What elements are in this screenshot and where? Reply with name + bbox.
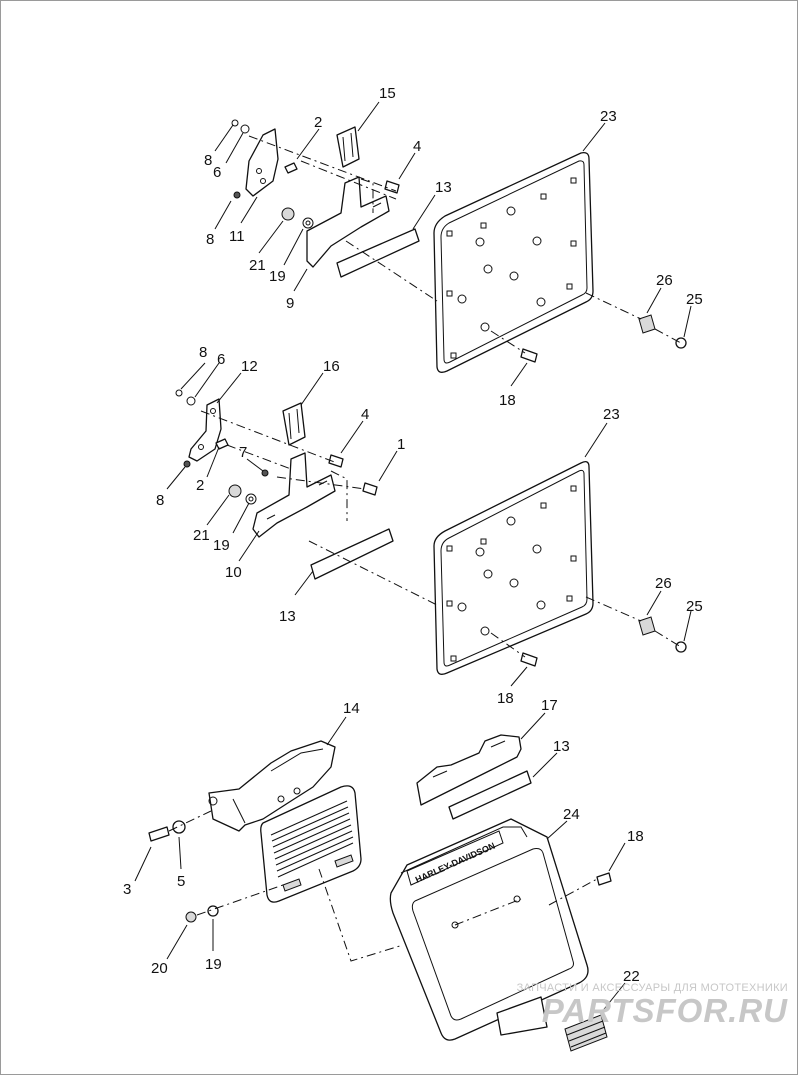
callout-4-top: 4 (413, 138, 421, 155)
bracket-17 (416, 734, 522, 806)
callout-24: 24 (563, 806, 580, 823)
callout-1: 1 (397, 436, 405, 453)
bracket-14 (208, 740, 336, 832)
assembly-middle (166, 362, 692, 687)
callout-25-top: 25 (686, 291, 703, 308)
callout-19-top: 19 (269, 268, 286, 285)
callout-20: 20 (151, 960, 168, 977)
callout-23-top: 23 (600, 108, 617, 125)
callout-14: 14 (343, 700, 360, 717)
callout-13-top: 13 (435, 179, 452, 196)
callout-8-lower: 8 (156, 492, 164, 509)
bracket-11 (245, 128, 279, 197)
callout-19-middle: 19 (213, 537, 230, 554)
callout-9: 9 (286, 295, 294, 312)
callout-6-top: 6 (213, 164, 221, 181)
callout-18-middle: 18 (497, 690, 514, 707)
callout-7: 7 (239, 444, 247, 461)
reflector-strip-13-middle (310, 528, 394, 580)
callout-12: 12 (241, 358, 258, 375)
callout-16: 16 (323, 358, 340, 375)
callout-10: 10 (225, 564, 242, 581)
callout-13-bottom: 13 (553, 738, 570, 755)
callout-23-middle: 23 (603, 406, 620, 423)
callout-13-middle: 13 (279, 608, 296, 625)
spacer-15 (336, 126, 360, 168)
callout-21-middle: 21 (193, 527, 210, 544)
license-plate-23-top (433, 151, 594, 373)
callout-18-bottom: 18 (627, 828, 644, 845)
callout-labels: 15 2 4 8 6 13 23 8 11 21 19 9 26 25 18 8… (123, 85, 703, 985)
callout-15-top: 15 (379, 85, 396, 102)
license-plate-23-middle (433, 461, 594, 675)
callout-26-top: 26 (656, 272, 673, 289)
callout-4-middle: 4 (361, 406, 369, 423)
callout-3: 3 (123, 881, 131, 898)
callout-26-middle: 26 (655, 575, 672, 592)
callout-21-top: 21 (249, 257, 266, 274)
assembly-top (214, 101, 692, 387)
reflector-strip-13-top (336, 228, 420, 278)
reflector-strip-13-bottom (448, 770, 532, 820)
bracket-12 (188, 398, 222, 462)
callout-8-top: 8 (204, 152, 212, 169)
callout-8-second: 8 (206, 231, 214, 248)
callout-5: 5 (177, 873, 185, 890)
callout-18-top: 18 (499, 392, 516, 409)
callout-22: 22 (623, 968, 640, 985)
callout-17: 17 (541, 697, 558, 714)
callout-2-top: 2 (314, 114, 322, 131)
callout-2-middle: 2 (196, 477, 204, 494)
callout-11: 11 (229, 228, 245, 245)
spacer-16 (282, 402, 306, 446)
assembly-bottom: HARLEY-DAVIDSON (134, 712, 626, 1052)
callout-25-middle: 25 (686, 598, 703, 615)
mounting-bracket-10 (252, 452, 336, 538)
callout-8-middle: 8 (199, 344, 207, 361)
callout-6-middle: 6 (217, 351, 225, 368)
mounting-bracket-9 (306, 176, 390, 268)
callout-19-bottom: 19 (205, 956, 222, 973)
